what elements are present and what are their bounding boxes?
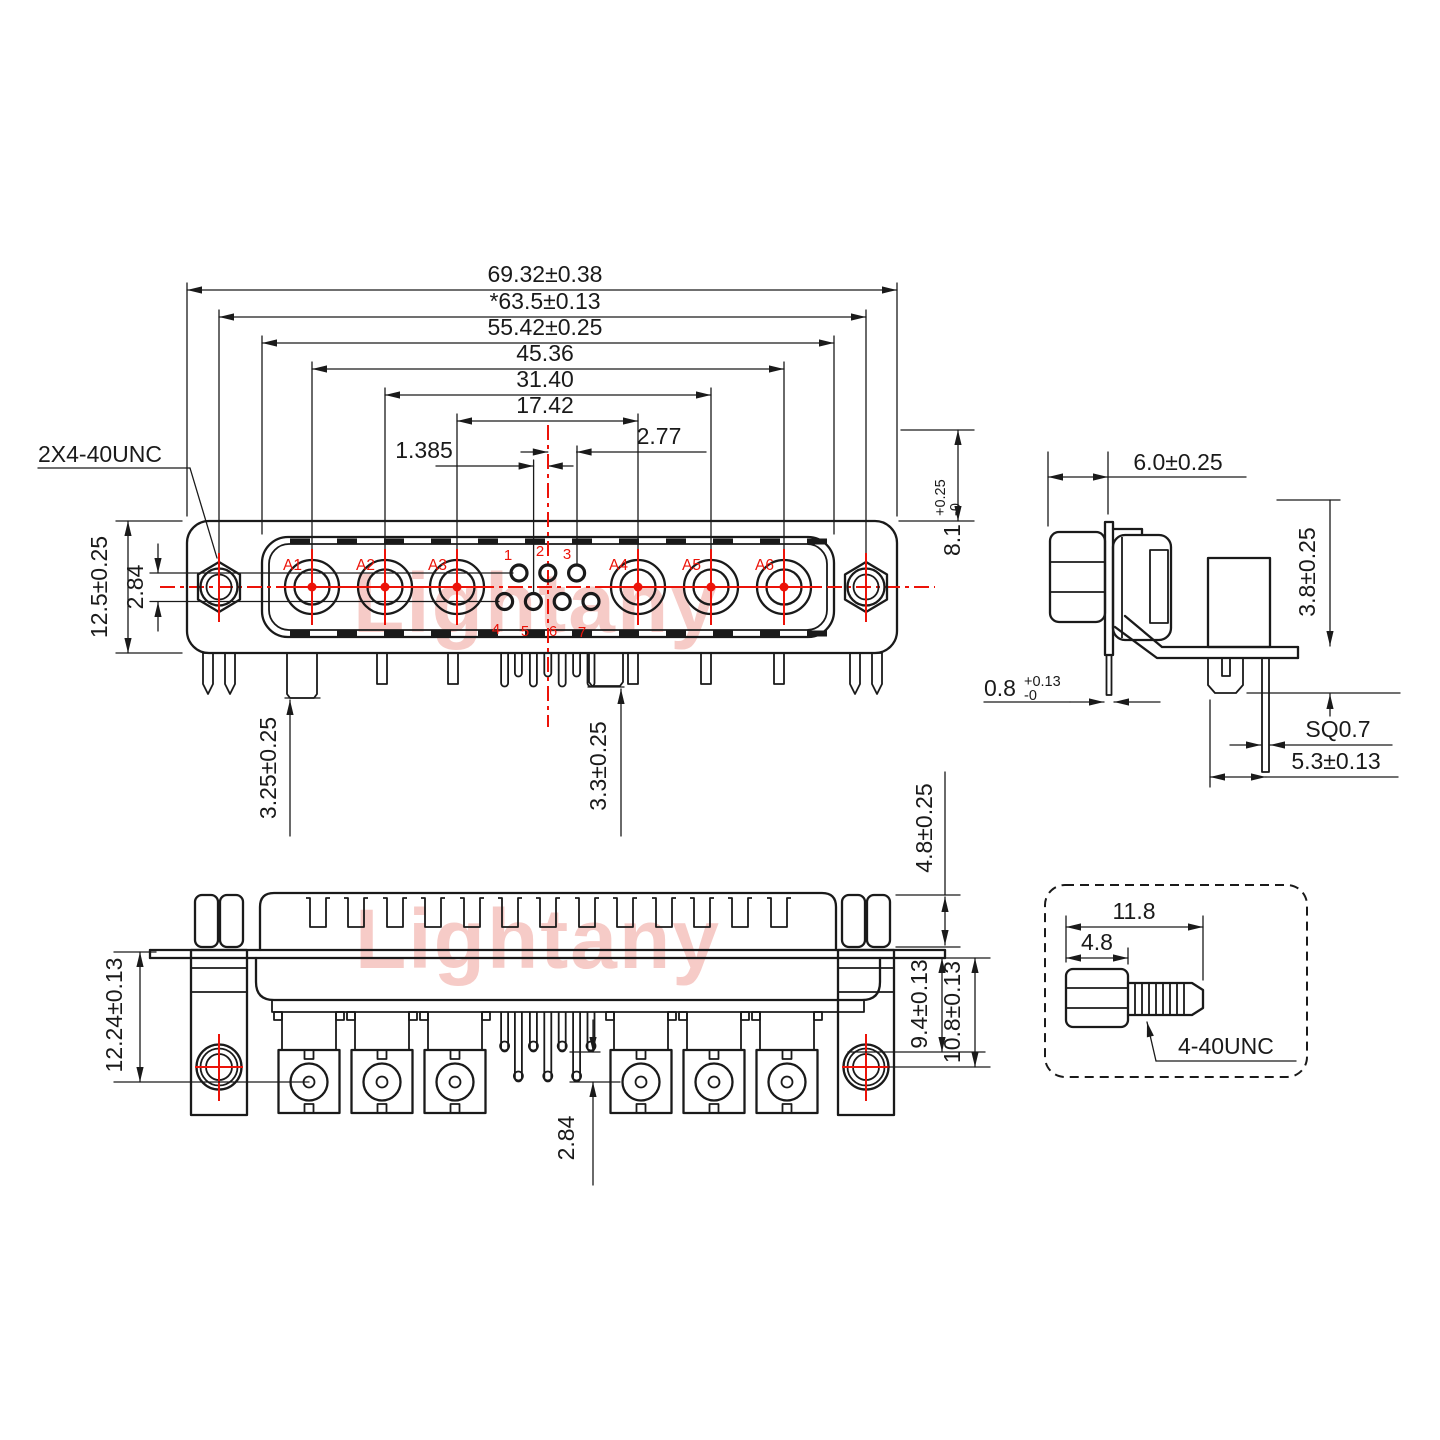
pin-number-6: 6	[549, 623, 557, 640]
bracket-bottom	[1113, 625, 1300, 660]
hex-nut-left	[196, 551, 242, 624]
dim-leg-left: 3.25±0.25	[255, 717, 281, 819]
label-thread-holes: 2X4-40UNC	[38, 441, 162, 467]
detail-view: 11.8 4.8 4-40UNC	[1044, 884, 1308, 1078]
dim-pin-square: SQ0.7	[1305, 716, 1370, 742]
watermark-text-bottom: Lightany	[355, 892, 721, 986]
coax-body-a3	[418, 1010, 492, 1115]
jackscrew-thread-body	[1126, 981, 1205, 1017]
pcb-pin-side	[1261, 657, 1270, 773]
dim-screw-length: 11.8	[1112, 898, 1155, 924]
jack-right	[840, 1032, 892, 1103]
bracket-top	[1123, 614, 1300, 649]
side-view: 6.0±0.25 3.8±0.25 0.8 +0.13 -0 SQ0.7 5.3…	[983, 449, 1401, 788]
pin-number-5: 5	[521, 623, 529, 640]
pin-number-4: 4	[492, 621, 500, 638]
dim-pin-row-offset: 2.84	[122, 564, 148, 609]
bottom-view: 12.24±0.13 4.8±0.25 9.4±0.13 10.8±0.13 2…	[101, 771, 991, 1186]
coax-label-a1: A1	[283, 557, 302, 574]
coax-body-a5	[677, 1010, 751, 1115]
dim-flange-height: 12.5±0.25	[86, 536, 112, 638]
label-thread: 4-40UNC	[1178, 1033, 1274, 1059]
coax-label-a2: A2	[356, 557, 375, 574]
dim-coax-span-outer: 45.36	[516, 340, 574, 366]
detail-outline	[1064, 967, 1205, 1029]
dim-leg-right: 3.3±0.25	[585, 721, 611, 810]
coax-body-a4	[604, 1010, 678, 1115]
dim-depth-main: 8.1	[939, 524, 965, 556]
jackscrew-hex	[1064, 967, 1130, 1029]
dim-coax-span-inner: 17.42	[516, 392, 574, 418]
hex-nut-right	[843, 551, 889, 624]
coax-block-side	[1206, 556, 1272, 649]
dim-pin-pitch: 2.77	[637, 423, 682, 449]
coax-body-a2	[345, 1010, 419, 1115]
coax-label-a6: A6	[755, 557, 774, 574]
coax-label-a3: A3	[428, 557, 447, 574]
pin-number-1: 1	[504, 547, 512, 564]
dim-depth-minus: -0	[948, 503, 964, 516]
pin-number-7: 7	[578, 624, 586, 641]
bottom-dimension-texts: 12.24±0.13 4.8±0.25 9.4±0.13 10.8±0.13 2…	[101, 783, 965, 1160]
dim-flange-thickness-main: 0.8	[984, 675, 1016, 701]
side-dimension-lines	[983, 451, 1399, 788]
coax-label-a5: A5	[682, 557, 701, 574]
dim-bracket-height: 3.8±0.25	[1294, 527, 1320, 616]
dim-row-offset-bottom: 2.84	[553, 1115, 579, 1160]
dim-overall-width: 69.32±0.38	[488, 261, 603, 287]
dim-coax-span-mid: 31.40	[516, 366, 574, 392]
dim-head-width: 6.0±0.25	[1133, 449, 1222, 475]
front-contacts: A1 A2 A3 A4 A5 A6 1 2 3 4 5 6 7	[196, 543, 889, 641]
dim-depth-plus: +0.25	[933, 479, 949, 516]
coax-body-a1	[272, 1010, 346, 1115]
bracket-prong	[202, 652, 214, 695]
front-dimension-lines	[37, 282, 975, 837]
dim-pin-pitch-half: 1.385	[395, 437, 453, 463]
side-dimension-texts: 6.0±0.25 3.8±0.25 0.8 +0.13 -0 SQ0.7 5.3…	[984, 449, 1381, 774]
dim-pin-long: 10.8±0.13	[939, 961, 965, 1063]
detail-dimension-lines	[1065, 915, 1297, 1062]
standoff-left	[193, 893, 245, 949]
mount-feet-side	[1207, 658, 1244, 694]
dim-flange-thickness-minus: -0	[1024, 688, 1037, 704]
jack-left	[193, 1032, 245, 1103]
front-centerlines	[160, 425, 935, 727]
coax-label-a4: A4	[609, 557, 628, 574]
insert-edge	[271, 1000, 865, 1013]
front-dimension-texts: 69.32±0.38 *63.5±0.13 55.42±0.25 45.36 3…	[38, 261, 965, 819]
mount-block-right	[836, 948, 896, 1117]
coax-body-a6	[750, 1010, 824, 1115]
body-top-outline	[258, 891, 838, 952]
dim-body-height: 12.24±0.13	[101, 958, 127, 1073]
dim-depth-group: 8.1 +0.25 -0	[933, 479, 965, 556]
pin-number-3: 3	[563, 546, 571, 563]
mount-block-left	[189, 948, 249, 1117]
flange-plate-side	[1103, 520, 1115, 657]
body-bottom-outline	[254, 956, 882, 1002]
standoff-right	[840, 893, 892, 949]
connector-body-side	[1111, 533, 1173, 642]
pin-number-2: 2	[536, 543, 544, 560]
dim-shroud-width: 55.42±0.25	[488, 314, 603, 340]
flange-tab-side	[1105, 654, 1113, 696]
detail-border	[1044, 884, 1308, 1078]
bottom-dimension-lines	[113, 771, 991, 1186]
bottom-outline	[148, 891, 947, 1117]
dim-pin-short: 9.4±0.13	[906, 959, 932, 1048]
front-view: 69.32±0.38 *63.5±0.13 55.42±0.25 45.36 3…	[37, 261, 975, 837]
dim-flange-thickness-plus: +0.13	[1024, 674, 1061, 690]
side-outline	[1048, 520, 1401, 773]
dim-standoff: 4.8±0.25	[911, 783, 937, 872]
jackscrew-head-side	[1048, 530, 1107, 624]
dim-hex-length: 4.8	[1081, 929, 1113, 955]
shell-tab-left	[286, 653, 318, 699]
dim-mount-span: *63.5±0.13	[489, 288, 600, 314]
detail-dimension-texts: 11.8 4.8 4-40UNC	[1081, 898, 1274, 1059]
dim-pin-spacing: 5.3±0.13	[1291, 748, 1380, 774]
shell-tab-right	[588, 653, 624, 687]
